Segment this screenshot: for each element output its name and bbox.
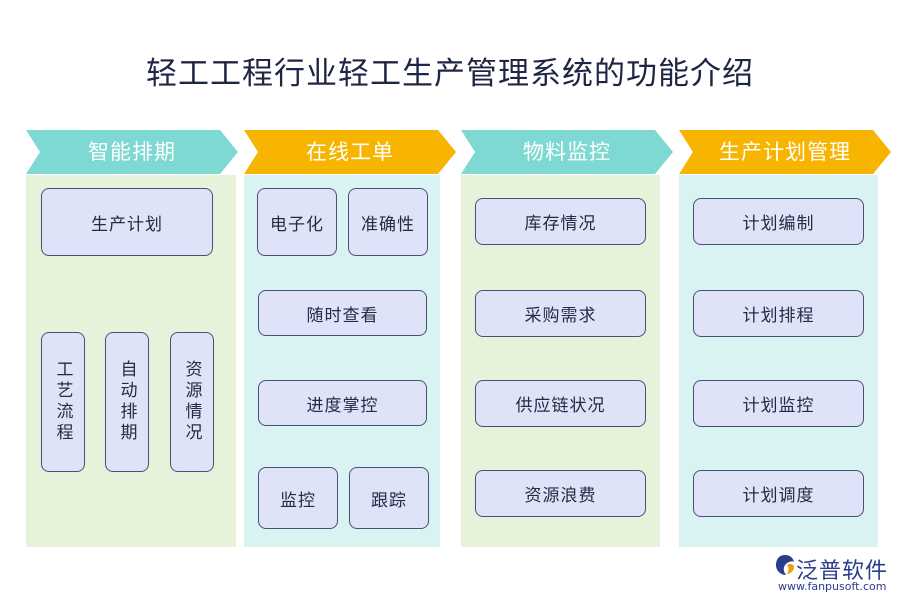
item-box: 准确性 [348, 188, 428, 256]
column-header-2: 在线工单 [244, 130, 456, 174]
column-header-label: 在线工单 [306, 140, 394, 164]
column-header-4: 生产计划管理 [679, 130, 891, 174]
item-box-vertical: 自动排期 [105, 332, 149, 472]
column-header-label: 生产计划管理 [719, 140, 851, 164]
item-box-vertical: 工艺流程 [41, 332, 85, 472]
column-header-label: 物料监控 [523, 140, 611, 164]
item-box: 计划编制 [693, 198, 864, 245]
item-box: 库存情况 [475, 198, 646, 245]
column-header-3: 物料监控 [461, 130, 673, 174]
item-box: 计划监控 [693, 380, 864, 427]
item-box: 随时查看 [258, 290, 427, 336]
item-box: 电子化 [257, 188, 337, 256]
page-title: 轻工工程行业轻工生产管理系统的功能介绍 [146, 56, 754, 92]
banner-arrow-shape [244, 130, 456, 174]
column-header-label: 智能排期 [88, 140, 176, 164]
banner-arrow-shape [461, 130, 673, 174]
item-box: 计划调度 [693, 470, 864, 517]
item-box: 跟踪 [349, 467, 429, 529]
item-box: 采购需求 [475, 290, 646, 337]
column-header-1: 智能排期 [26, 130, 238, 174]
item-box: 资源浪费 [475, 470, 646, 517]
item-box: 计划排程 [693, 290, 864, 337]
item-box-vertical: 资源情况 [170, 332, 214, 472]
item-box: 监控 [258, 467, 338, 529]
banner-arrow-shape [679, 130, 891, 174]
item-box: 进度掌控 [258, 380, 427, 426]
item-box: 供应链状况 [475, 380, 646, 427]
logo-name: 泛普软件 [796, 559, 889, 584]
item-box: 生产计划 [41, 188, 213, 256]
logo-url: www.fanpusoft.com [778, 580, 887, 593]
fanpu-logo-icon [776, 555, 794, 575]
banner-arrow-shape [26, 130, 238, 174]
